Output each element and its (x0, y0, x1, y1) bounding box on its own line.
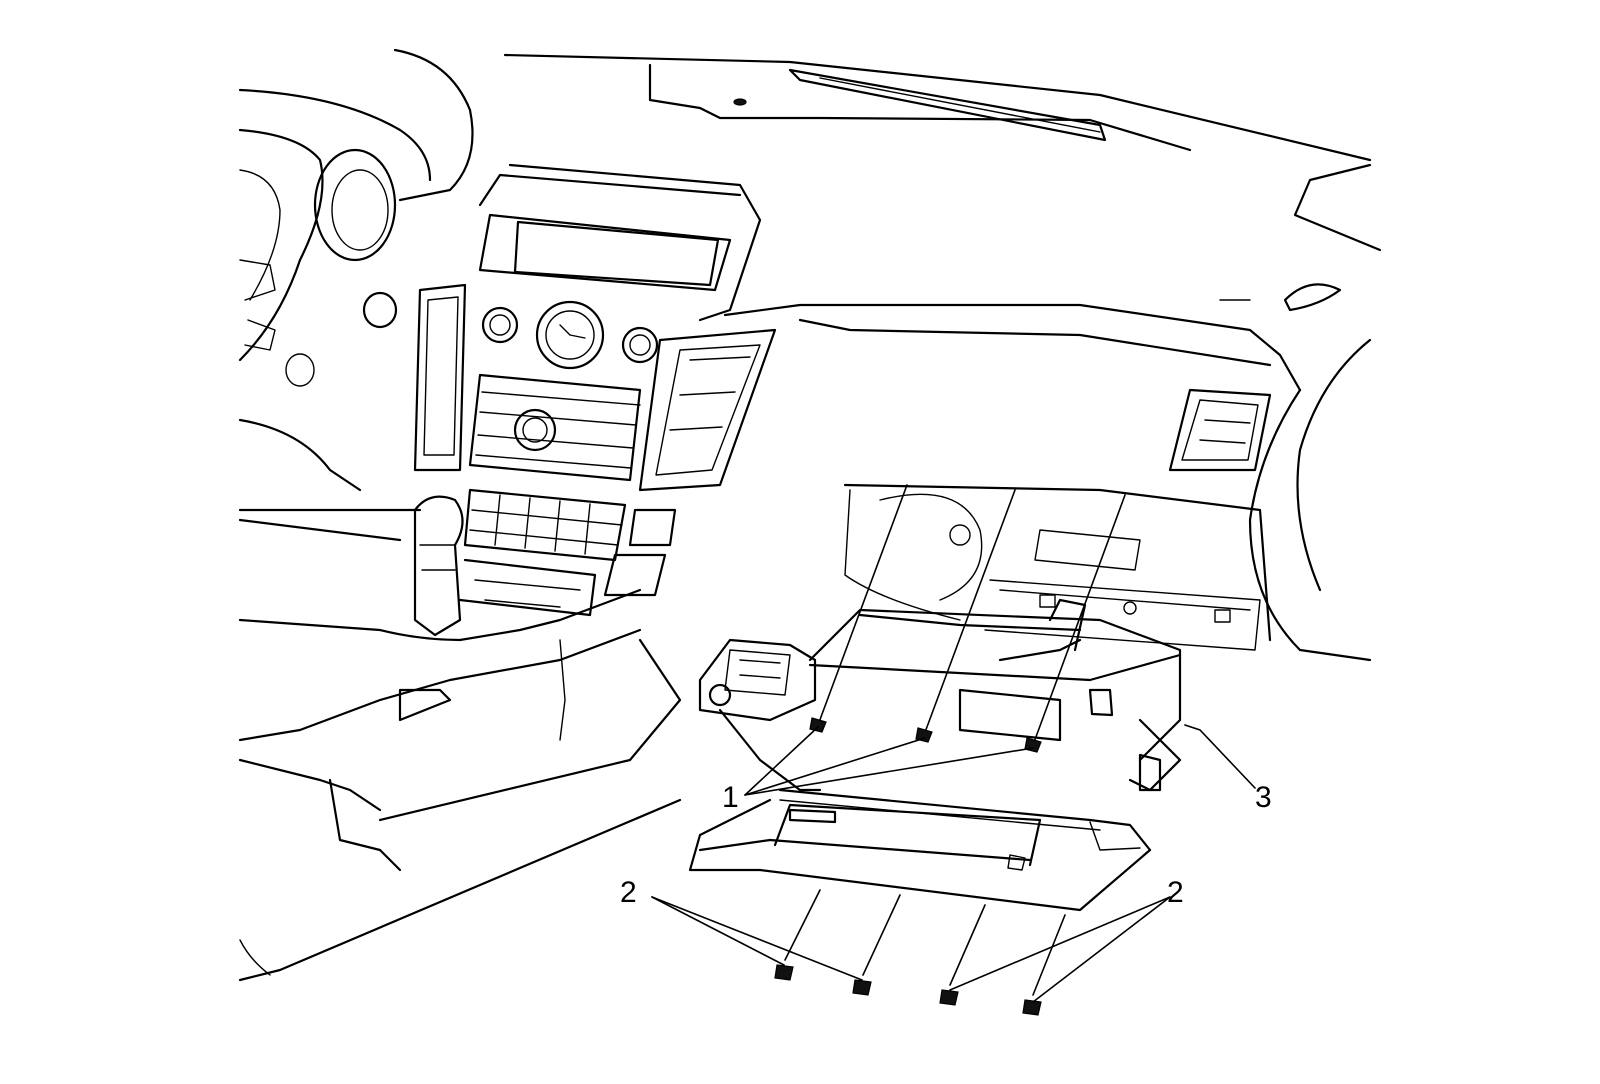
fastener-lower-1 (774, 889, 821, 981)
lower-dash-panel (723, 303, 1372, 662)
lower-fasteners (774, 889, 1066, 1016)
fastener-lower-3 (939, 904, 986, 1006)
fastener-upper-1 (809, 484, 908, 733)
fastener-lower-4 (1022, 914, 1066, 1016)
steering-wheel-area (238, 48, 474, 492)
center-stack (413, 163, 777, 617)
callout-3-label: 3 (1255, 781, 1272, 814)
callout-2-right-label: 2 (1167, 876, 1184, 909)
callout-leaders (651, 724, 1256, 1003)
callout-labels: 1 2 2 3 (620, 781, 1272, 909)
fastener-lower-2 (852, 894, 901, 996)
upper-dash-panel (503, 53, 1382, 312)
callout-2-left-label: 2 (620, 876, 637, 909)
callout-1-label: 1 (722, 781, 739, 814)
fastener-upper-2 (915, 489, 1016, 743)
instrument-panel-compartment (688, 598, 1182, 912)
floor-console (238, 495, 682, 982)
